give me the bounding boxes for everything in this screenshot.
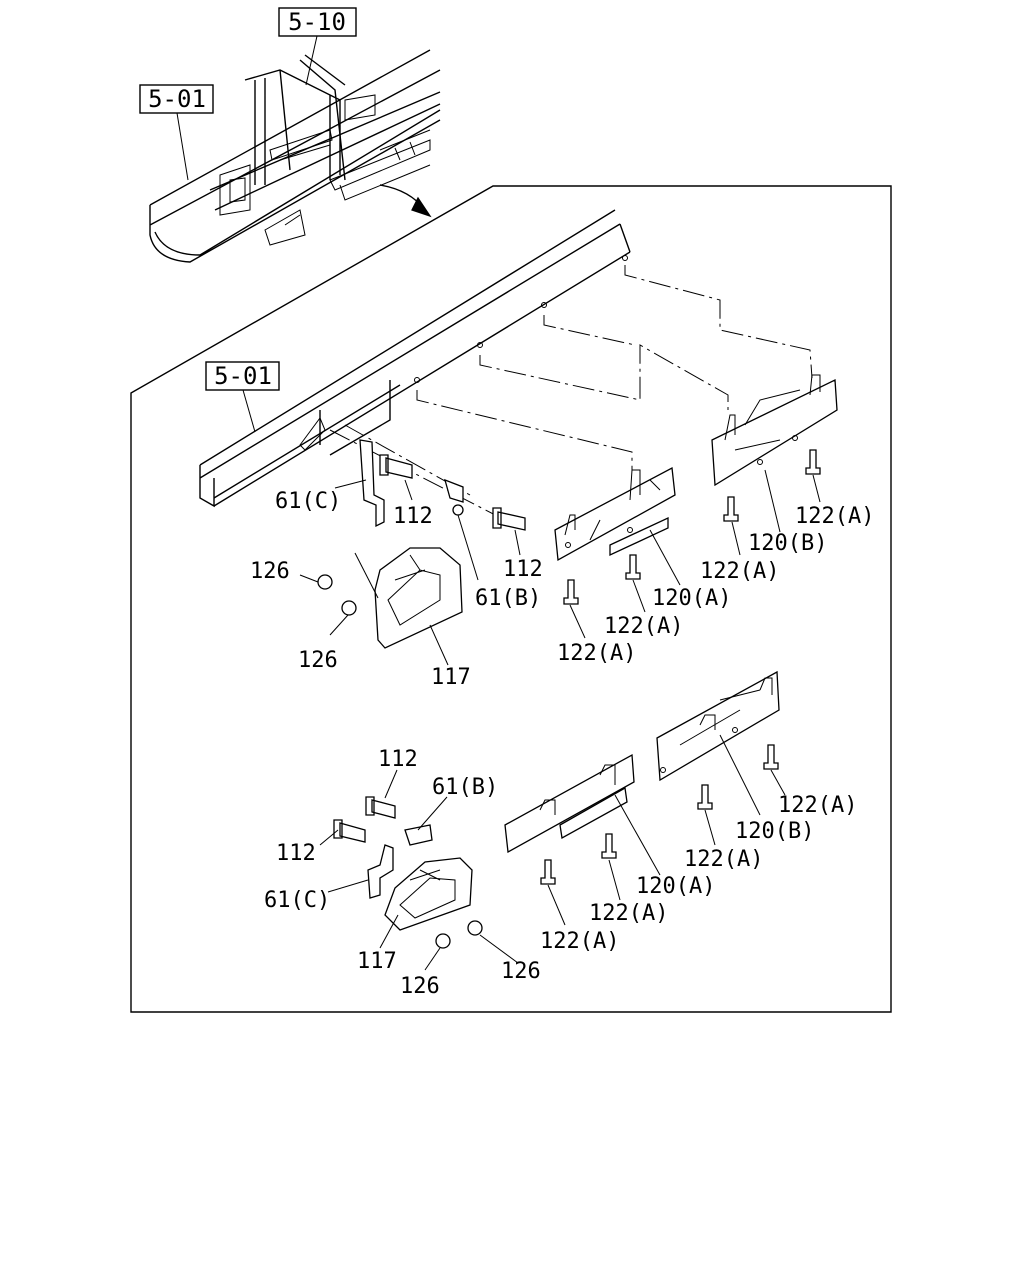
label-61c-lower: 61(C) (264, 888, 330, 913)
label-126-lower-b: 126 (501, 959, 541, 984)
label-112-upper-b: 112 (503, 557, 543, 582)
lower-parts-illustration (333, 670, 780, 949)
ref-box-top-5-01: 5-01 (139, 84, 214, 181)
zoom-arrow-head (411, 196, 432, 218)
label-120b-lower: 120(B) (735, 819, 814, 844)
label-112-upper-a: 112 (393, 504, 433, 529)
label-122a-upper-4: 122(A) (795, 504, 874, 529)
label-122a-lower-4: 122(A) (778, 793, 857, 818)
ref-label-top-5-01: 5-01 (148, 85, 206, 113)
alignment-lines (329, 265, 813, 521)
label-61c-upper: 61(C) (275, 489, 341, 514)
label-120b-upper: 120(B) (748, 531, 827, 556)
overview-frame-illustration (149, 49, 441, 263)
label-112-lower-b: 112 (276, 841, 316, 866)
label-112-lower-a: 112 (378, 747, 418, 772)
upper-leader-lines (299, 469, 821, 666)
label-117-lower: 117 (357, 949, 397, 974)
frame-rail-illustration (199, 209, 631, 508)
label-122a-lower-2: 122(A) (589, 901, 668, 926)
label-61b-lower: 61(B) (432, 775, 498, 800)
lower-leader-lines (319, 734, 786, 971)
label-117-upper: 117 (431, 665, 471, 690)
ref-label-main-5-01: 5-01 (214, 362, 272, 390)
label-126-upper-a: 126 (250, 559, 290, 584)
detail-frame (130, 185, 892, 1013)
label-122a-upper-2: 122(A) (604, 614, 683, 639)
ref-box-main-5-01: 5-01 (205, 361, 280, 433)
upper-labels: 61(C) 112 112 126 126 61(B) 117 120(A) 1… (250, 489, 874, 690)
ref-box-5-10: 5-10 (278, 7, 357, 86)
label-122a-lower-1: 122(A) (540, 929, 619, 954)
lower-labels: 112 61(B) 112 61(C) 117 126 126 120(A) 1… (264, 747, 857, 999)
ref-label-5-10: 5-10 (288, 8, 346, 36)
label-122a-upper-1: 122(A) (557, 641, 636, 666)
label-120a-lower: 120(A) (636, 874, 715, 899)
label-122a-upper-3: 122(A) (700, 559, 779, 584)
label-122a-lower-3: 122(A) (684, 847, 763, 872)
label-120a-upper: 120(A) (652, 586, 731, 611)
label-126-lower-a: 126 (400, 974, 440, 999)
label-61b-upper: 61(B) (475, 586, 541, 611)
label-126-upper-b: 126 (298, 648, 338, 673)
upper-parts-illustration (317, 374, 838, 649)
